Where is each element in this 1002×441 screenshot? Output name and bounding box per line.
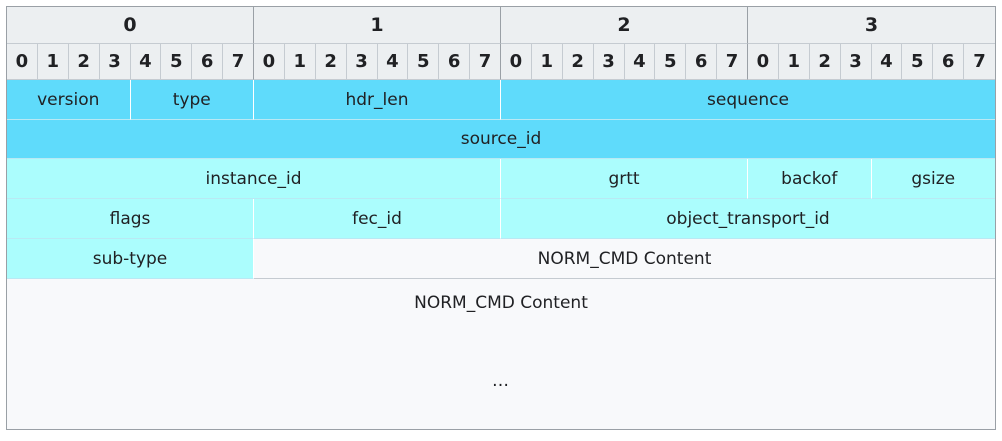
- byte-index-cell-3: 3: [748, 7, 995, 44]
- bit-index-cell-24: 0: [748, 44, 779, 80]
- bit-index-cell-21: 5: [655, 44, 687, 80]
- bit-index-cell-18: 2: [562, 44, 594, 80]
- byte-index-cell-0: 0: [7, 7, 254, 44]
- field-flags: flags: [7, 199, 254, 239]
- bit-index-cell-4: 4: [130, 44, 162, 80]
- bit-index-cell-2: 2: [68, 44, 100, 80]
- bit-index-cell-14: 6: [439, 44, 471, 80]
- payload-ellipsis: …: [492, 371, 510, 391]
- bit-index-cell-16: 0: [501, 44, 532, 80]
- field-row-subtype-content: sub-type NORM_CMD Content: [7, 239, 995, 279]
- byte-index-cell-1: 1: [254, 7, 501, 44]
- field-row-source-id: source_id: [7, 120, 995, 159]
- bit-index-cell-1: 1: [37, 44, 69, 80]
- bit-index-cell-5: 5: [161, 44, 193, 80]
- bit-index-cell-7: 7: [223, 44, 254, 80]
- bit-index-cell-23: 7: [717, 44, 748, 80]
- bit-index-cell-22: 6: [686, 44, 718, 80]
- field-version: version: [7, 80, 131, 120]
- bit-index-cell-8: 0: [254, 44, 285, 80]
- bit-index-cell-19: 3: [593, 44, 625, 80]
- bit-index-cell-15: 7: [470, 44, 501, 80]
- field-row-flags-fec: flags fec_id object_transport_id: [7, 199, 995, 239]
- bit-index-cell-0: 0: [7, 44, 38, 80]
- field-type: type: [130, 80, 254, 120]
- bit-index-cell-12: 4: [377, 44, 409, 80]
- bit-index-cell-30: 6: [933, 44, 965, 80]
- bit-index-cell-28: 4: [871, 44, 903, 80]
- bit-index-cell-11: 3: [346, 44, 378, 80]
- field-backof: backof: [748, 159, 872, 199]
- bit-index-cell-29: 5: [902, 44, 934, 80]
- bit-index-cell-9: 1: [284, 44, 316, 80]
- bit-index-cell-3: 3: [99, 44, 131, 80]
- bit-index-cell-20: 4: [624, 44, 656, 80]
- byte-index-header-row: 0 1 2 3: [7, 7, 995, 44]
- bit-index-header-row: 0 1 2 3 4 5 6 7 0 1 2 3 4 5 6 7 0 1 2 3 …: [7, 44, 995, 80]
- field-hdr-len: hdr_len: [254, 80, 501, 120]
- byte-index-cell-2: 2: [501, 7, 748, 44]
- payload-title: NORM_CMD Content: [414, 293, 588, 313]
- payload-block: NORM_CMD Content …: [7, 279, 995, 407]
- bit-index-cell-6: 6: [192, 44, 224, 80]
- field-norm-cmd-content-inline: NORM_CMD Content: [254, 239, 995, 279]
- field-sequence: sequence: [501, 80, 995, 120]
- field-gsize: gsize: [871, 159, 995, 199]
- field-row-instance-grtt: instance_id grtt backof gsize: [7, 159, 995, 199]
- bit-index-cell-25: 1: [778, 44, 810, 80]
- field-object-transport-id: object_transport_id: [501, 199, 995, 239]
- field-source-id: source_id: [7, 120, 995, 159]
- bit-index-cell-27: 3: [840, 44, 872, 80]
- bit-index-cell-10: 2: [315, 44, 347, 80]
- packet-structure-diagram: 0 1 2 3 0 1 2 3 4 5 6 7 0 1 2 3 4 5 6 7 …: [6, 6, 996, 430]
- bit-index-cell-17: 1: [531, 44, 563, 80]
- field-instance-id: instance_id: [7, 159, 501, 199]
- bit-index-cell-13: 5: [408, 44, 440, 80]
- bit-index-cell-26: 2: [809, 44, 841, 80]
- field-grtt: grtt: [501, 159, 748, 199]
- field-fec-id: fec_id: [254, 199, 501, 239]
- field-sub-type: sub-type: [7, 239, 254, 279]
- field-row-common-header: version type hdr_len sequence: [7, 80, 995, 120]
- bit-index-cell-31: 7: [964, 44, 995, 80]
